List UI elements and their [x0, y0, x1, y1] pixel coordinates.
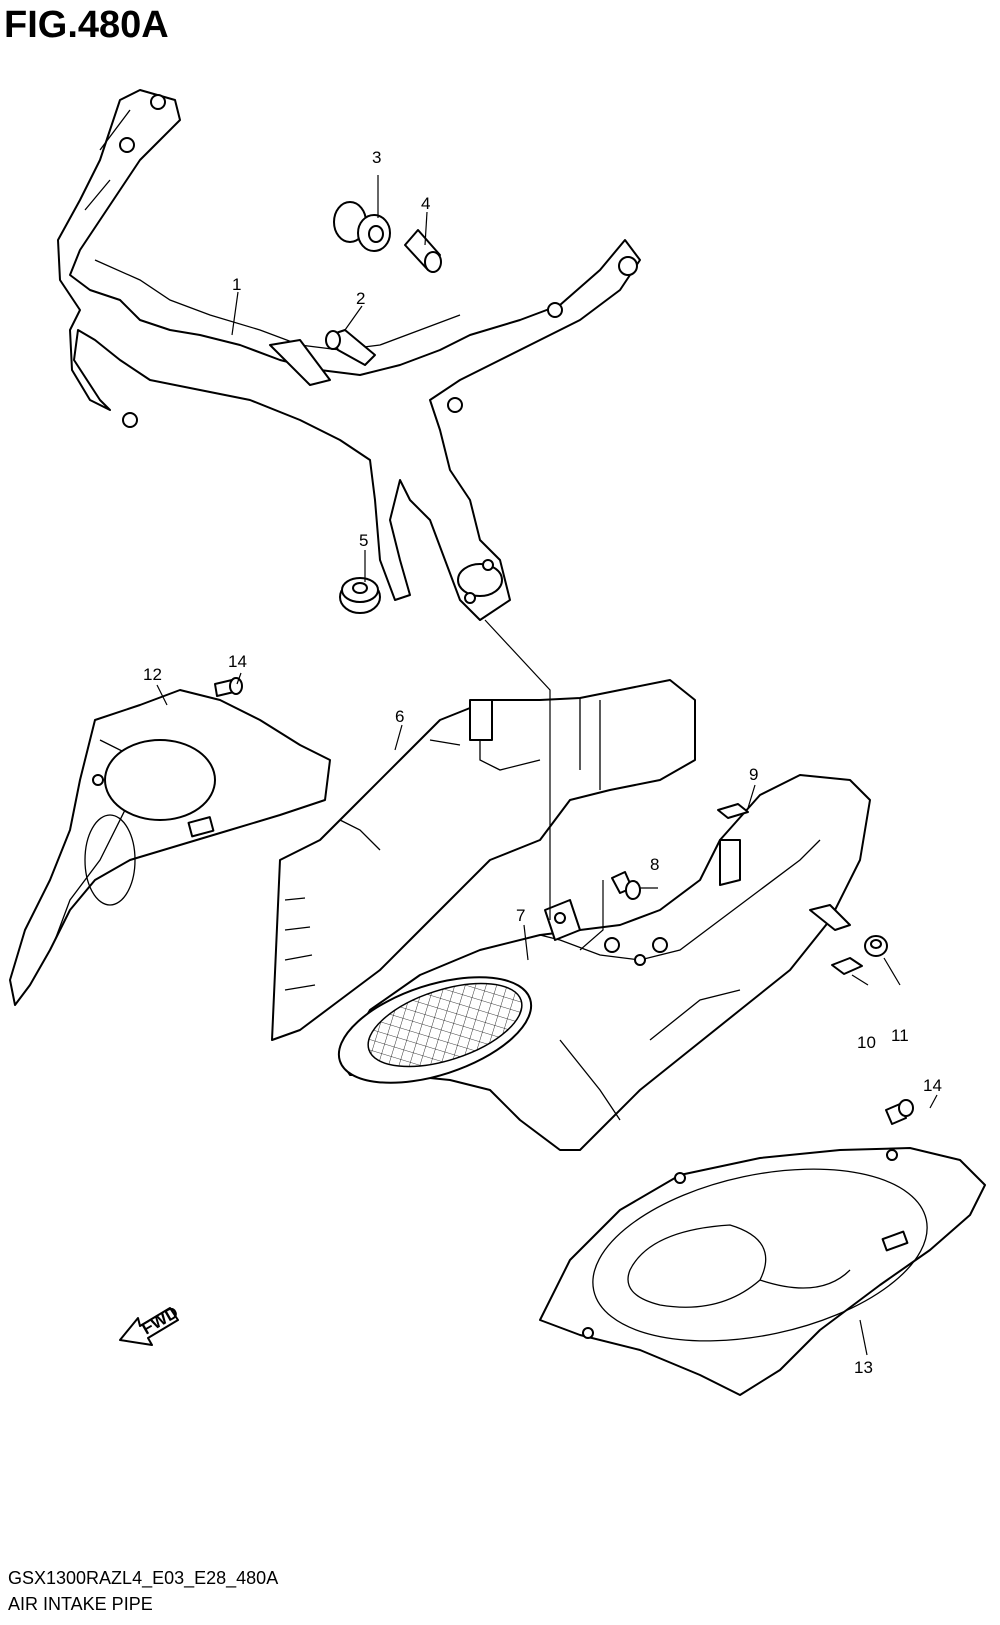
callout-3: 3 [372, 148, 381, 167]
callout-11: 11 [891, 1026, 909, 1045]
nut-part-11 [864, 935, 888, 957]
callout-12: 12 [143, 665, 162, 684]
fwd-label: FWD [138, 1303, 181, 1339]
model-code: GSX1300RAZL4_E03_E28_480A [8, 1568, 279, 1588]
callout-1: 1 [232, 275, 241, 294]
collar-part-4 [404, 229, 442, 273]
bolt-part-2 [325, 329, 376, 366]
left-cover-part-12 [9, 689, 331, 1006]
callout-9: 9 [749, 765, 758, 784]
intake-pipe-part-7 [337, 774, 871, 1151]
callout-14-left: 14 [228, 652, 247, 671]
callout-7: 7 [516, 906, 525, 925]
callout-14-right: 14 [923, 1076, 942, 1095]
fwd-direction-arrow: FWD [119, 1303, 181, 1346]
callout-2: 2 [356, 289, 365, 308]
callout-4: 4 [421, 194, 430, 213]
intake-duct-part-6 [271, 679, 696, 1041]
callout-8: 8 [650, 855, 659, 874]
grommet-part-5 [339, 577, 381, 614]
figure-name: AIR INTAKE PIPE [8, 1594, 153, 1614]
callout-13: 13 [854, 1358, 873, 1377]
clip-part-10 [831, 957, 863, 975]
bracket-frame-part [57, 89, 641, 621]
screw-part-8 [611, 871, 641, 900]
outer-cover-part-13 [539, 1147, 986, 1396]
figure-title: FIG.480A [4, 4, 169, 46]
leader-lines [156, 175, 938, 1356]
callout-6: 6 [395, 707, 404, 726]
grommet-part-3 [333, 201, 391, 252]
callout-5: 5 [359, 531, 368, 550]
clip-part-9 [717, 803, 749, 819]
callout-10: 10 [857, 1033, 876, 1052]
screw-part-14-left [214, 677, 243, 697]
screw-part-14-right [885, 1099, 914, 1125]
